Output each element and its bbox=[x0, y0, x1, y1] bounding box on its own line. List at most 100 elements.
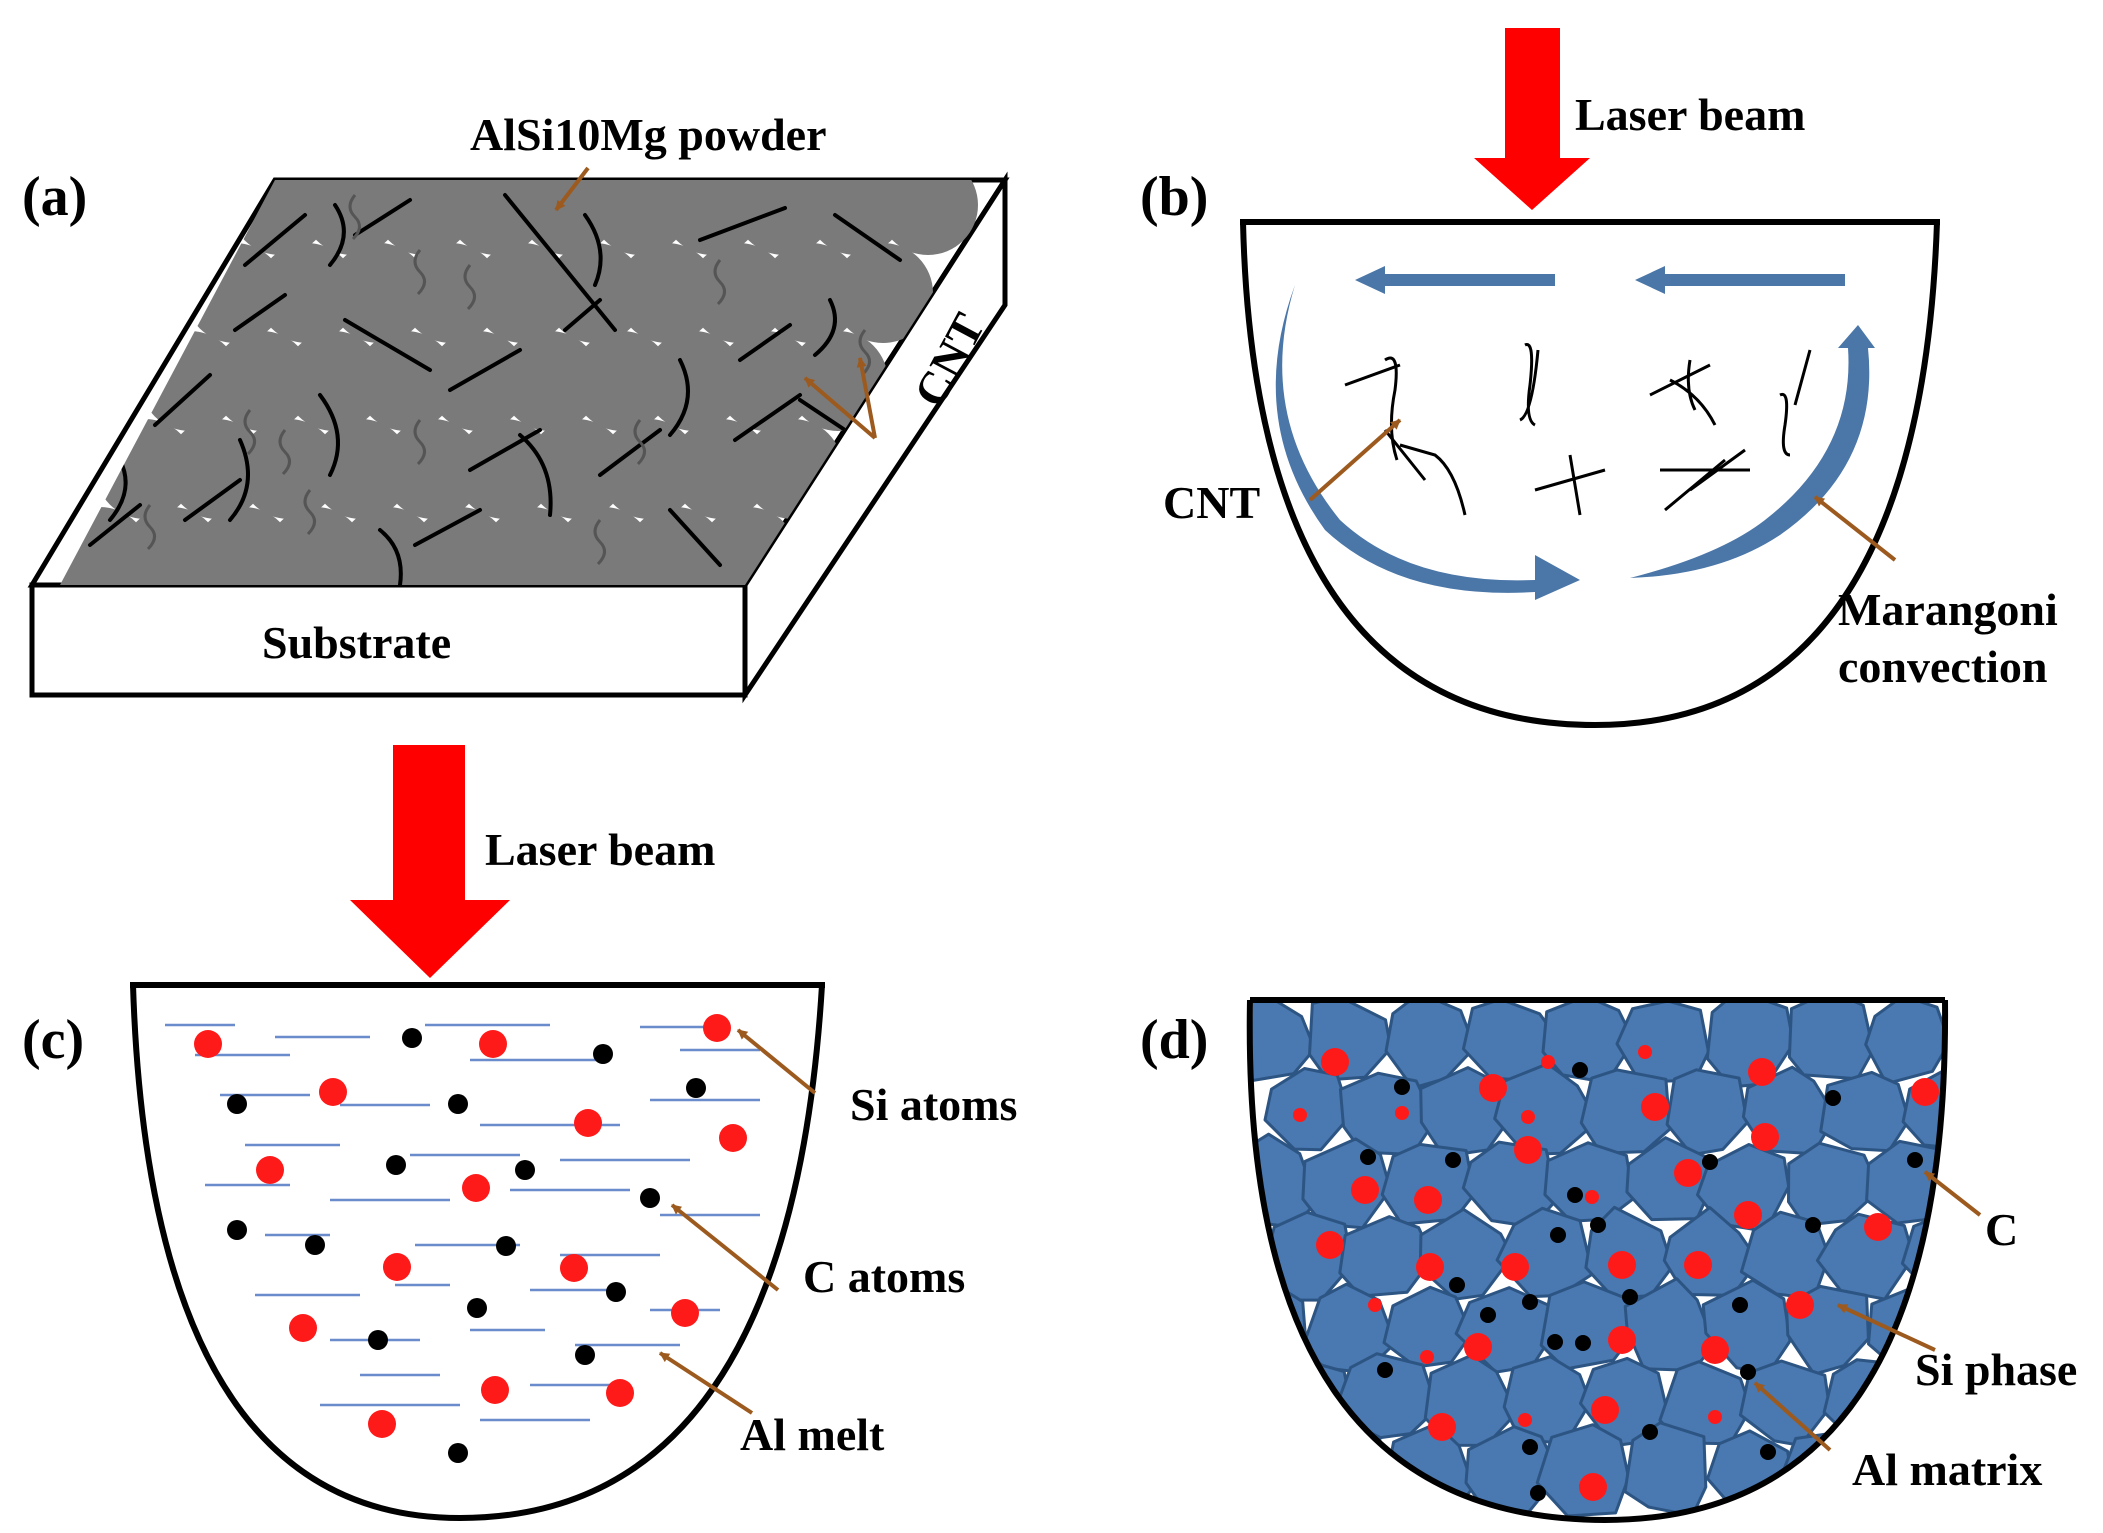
powder-particle bbox=[734, 180, 834, 255]
marangoni-pointer bbox=[1813, 495, 1897, 562]
laser-arrow-b bbox=[1474, 28, 1590, 210]
al-grain bbox=[1864, 1000, 1948, 1086]
marangoni-flow-arrows bbox=[1275, 266, 1875, 600]
powder-particle bbox=[266, 507, 366, 585]
si-particle bbox=[1674, 1159, 1702, 1187]
laser-label-c: Laser beam bbox=[485, 824, 715, 875]
si-phase-particles bbox=[1293, 1045, 1939, 1501]
powder-particle bbox=[626, 507, 726, 585]
si-atoms bbox=[194, 1014, 747, 1438]
carbon-particle bbox=[1805, 1217, 1821, 1233]
si-particle bbox=[1514, 1136, 1542, 1164]
powder-particle bbox=[833, 243, 933, 343]
carbon-particle bbox=[1522, 1439, 1538, 1455]
si-particle bbox=[1521, 1110, 1535, 1124]
cnt-pointer-a1 bbox=[803, 376, 877, 440]
substrate-label: Substrate bbox=[262, 617, 451, 668]
cnt-pointer-b bbox=[1308, 418, 1402, 502]
al-grain bbox=[1252, 1428, 1318, 1515]
si-particle bbox=[1321, 1048, 1349, 1076]
al-grain bbox=[1579, 1068, 1672, 1155]
powder-particle bbox=[671, 419, 771, 519]
panel-a-tag: (a) bbox=[22, 166, 87, 228]
carbon-particle bbox=[1530, 1485, 1546, 1501]
si-particle bbox=[1701, 1336, 1729, 1364]
si-particle bbox=[1316, 1231, 1344, 1259]
powder-particle bbox=[239, 419, 339, 519]
cnt-in-melt-b bbox=[1344, 343, 1812, 516]
powder-particle bbox=[212, 331, 312, 431]
al-melt-pointer bbox=[658, 1351, 754, 1415]
panel-c-tag: (c) bbox=[22, 1009, 84, 1071]
al-grain bbox=[1382, 1285, 1473, 1369]
carbon-particle bbox=[1550, 1227, 1566, 1243]
si-particle bbox=[1420, 1350, 1434, 1364]
powder-particle bbox=[284, 331, 384, 431]
carbon-particle bbox=[1377, 1362, 1393, 1378]
carbon-particle bbox=[1572, 1062, 1588, 1078]
al-grain bbox=[1262, 1358, 1353, 1447]
powder-particle bbox=[446, 180, 546, 255]
si-particle bbox=[1395, 1106, 1409, 1120]
si-particle bbox=[1579, 1473, 1607, 1501]
si-atoms-pointer bbox=[736, 1028, 817, 1095]
al-grain bbox=[1787, 1141, 1882, 1227]
carbon-particles bbox=[1360, 1062, 1923, 1501]
c-atoms-pointer bbox=[670, 1203, 780, 1292]
carbon-particle bbox=[1622, 1289, 1638, 1305]
powder-particle bbox=[122, 507, 222, 585]
si-particle bbox=[1368, 1298, 1382, 1312]
si-particle bbox=[1591, 1396, 1619, 1424]
si-particle bbox=[1638, 1045, 1652, 1059]
si-particle bbox=[1608, 1251, 1636, 1279]
carbon-particle bbox=[1449, 1277, 1465, 1293]
melt-pool-d bbox=[1246, 997, 1949, 1524]
al-grain bbox=[1418, 1207, 1514, 1301]
si-particle bbox=[1911, 1078, 1939, 1106]
carbon-particle bbox=[1825, 1090, 1841, 1106]
al-matrix-label: Al matrix bbox=[1852, 1444, 2042, 1495]
c-atoms-label: C atoms bbox=[803, 1251, 965, 1302]
si-particle bbox=[1641, 1093, 1669, 1121]
carbon-particle bbox=[1522, 1294, 1538, 1310]
c-phase-label: C bbox=[1985, 1204, 2018, 1255]
si-particle bbox=[1708, 1410, 1722, 1424]
al-grain bbox=[1263, 1067, 1352, 1152]
powder-particle bbox=[617, 243, 717, 343]
powder-particle bbox=[590, 180, 690, 255]
powder-pointer bbox=[554, 166, 590, 212]
si-particle bbox=[1501, 1253, 1529, 1281]
si-particle bbox=[1864, 1213, 1892, 1241]
carbon-particle bbox=[1394, 1079, 1410, 1095]
laser-label-b: Laser beam bbox=[1575, 89, 1805, 140]
carbon-particle bbox=[1575, 1335, 1591, 1351]
al-grain bbox=[1338, 1215, 1435, 1298]
powder-particle bbox=[194, 507, 294, 585]
si-particle bbox=[1414, 1186, 1442, 1214]
al-grain bbox=[1787, 1000, 1875, 1081]
al-matrix-pointer bbox=[1753, 1381, 1832, 1452]
si-phase-pointer bbox=[1837, 1303, 1936, 1352]
carbon-particle bbox=[1480, 1307, 1496, 1323]
si-particle bbox=[1684, 1251, 1712, 1279]
powder-particle bbox=[878, 180, 978, 255]
si-particle bbox=[1541, 1055, 1555, 1069]
al-grain bbox=[1822, 1358, 1915, 1443]
powder-particle bbox=[500, 331, 600, 431]
carbon-particle bbox=[1642, 1424, 1658, 1440]
si-particle bbox=[1351, 1176, 1379, 1204]
powder-particle bbox=[401, 243, 501, 343]
al-melt-label: Al melt bbox=[740, 1409, 885, 1460]
powder-particle bbox=[338, 507, 438, 585]
powder-particle bbox=[482, 507, 582, 585]
c-phase-pointer bbox=[1923, 1170, 1982, 1217]
powder-particle bbox=[806, 180, 906, 255]
powder-particle bbox=[257, 243, 357, 343]
powder-particle bbox=[599, 419, 699, 519]
si-particle bbox=[1751, 1123, 1779, 1151]
carbon-particle bbox=[1377, 1462, 1393, 1478]
powder-particle bbox=[572, 331, 672, 431]
si-particle bbox=[1608, 1326, 1636, 1354]
al-grain bbox=[1815, 1212, 1916, 1301]
